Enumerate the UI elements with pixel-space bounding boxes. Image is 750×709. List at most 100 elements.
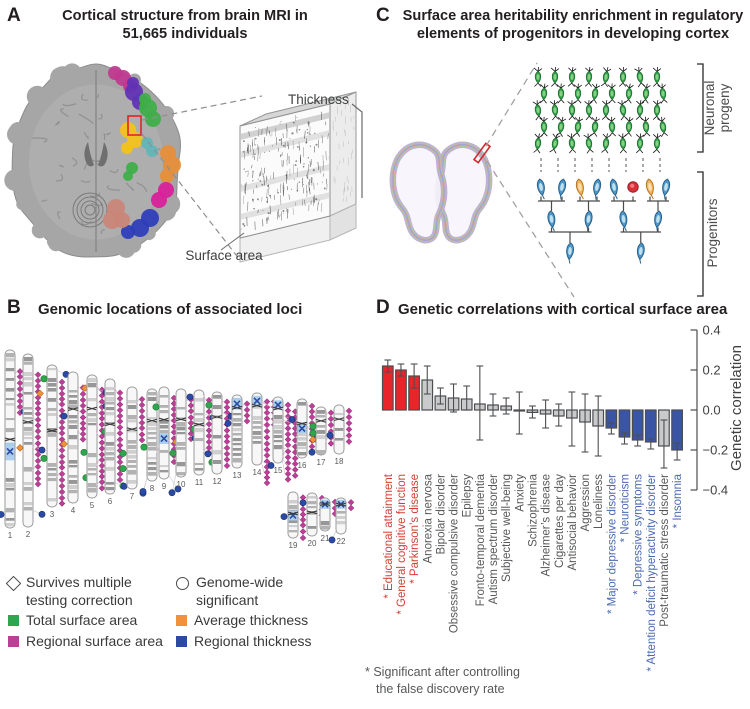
neuron-stroke bbox=[263, 176, 265, 186]
neuron-nucleus bbox=[593, 90, 597, 97]
band bbox=[105, 442, 115, 446]
navy-cross bbox=[160, 434, 168, 443]
sulcus-line bbox=[98, 113, 103, 120]
neuron-dot bbox=[314, 132, 316, 134]
band bbox=[212, 405, 222, 410]
neuron-dot bbox=[312, 169, 315, 172]
neuron-nucleus bbox=[621, 74, 625, 80]
marker-connector bbox=[260, 460, 265, 473]
sulcus-line bbox=[100, 229, 106, 235]
regional-surface-area-marker bbox=[345, 413, 353, 421]
marker-connector bbox=[76, 427, 81, 435]
bar-label: * Depressive symptoms bbox=[633, 474, 645, 595]
band bbox=[316, 410, 326, 414]
total-surface-area-marker bbox=[309, 429, 317, 437]
cell-tail bbox=[542, 195, 545, 200]
band bbox=[105, 422, 115, 426]
neuron-nucleus bbox=[627, 123, 631, 130]
neuron-dot bbox=[296, 116, 298, 118]
neuron-stroke bbox=[309, 160, 311, 167]
legend-item: Regional surface area bbox=[8, 633, 173, 651]
band bbox=[68, 435, 78, 440]
neuron-stroke bbox=[288, 194, 290, 200]
chromosome-number: 13 bbox=[233, 471, 242, 480]
neuron-stroke bbox=[259, 173, 261, 177]
marker-connector bbox=[31, 394, 36, 398]
regional-thickness-marker bbox=[120, 483, 128, 490]
regional-surface-area-marker bbox=[58, 418, 66, 426]
centromere bbox=[175, 417, 187, 422]
neuron-dot bbox=[253, 207, 255, 210]
neuron-dot bbox=[316, 183, 318, 185]
neuron-cell bbox=[624, 83, 634, 104]
band bbox=[127, 460, 137, 463]
marker-connector bbox=[281, 446, 293, 450]
regional-surface-area-marker bbox=[263, 479, 271, 487]
neuron-stroke bbox=[252, 149, 254, 158]
band bbox=[47, 473, 57, 477]
chromosome-number: 8 bbox=[150, 484, 155, 493]
brain-section-blue-layer bbox=[392, 144, 445, 241]
band bbox=[159, 470, 169, 473]
band bbox=[176, 427, 186, 431]
marker-connector bbox=[324, 412, 329, 418]
marker-connector bbox=[220, 399, 225, 403]
regional-surface-area-marker bbox=[116, 401, 124, 408]
neuron-cell bbox=[539, 116, 548, 137]
regional-surface-area-marker bbox=[116, 424, 124, 431]
bar-chart-art: * Educational attainment* General cognit… bbox=[381, 323, 745, 672]
band bbox=[47, 498, 57, 502]
band bbox=[194, 413, 204, 416]
regional-surface-area-marker bbox=[284, 425, 292, 432]
neuron-dot bbox=[292, 121, 295, 124]
neuron-nucleus bbox=[576, 90, 580, 97]
centromere bbox=[287, 511, 299, 516]
neuron-stroke bbox=[272, 172, 275, 180]
regional-surface-area-marker bbox=[263, 421, 271, 429]
panel-a-title: Cortical structure from brain MRI in 51,… bbox=[40, 7, 330, 43]
band bbox=[68, 405, 78, 410]
neuron-nucleus bbox=[542, 90, 546, 97]
band bbox=[23, 442, 33, 445]
cortical-parcel bbox=[146, 145, 158, 157]
neuron-branches bbox=[652, 133, 662, 154]
neuron-dot bbox=[285, 174, 288, 177]
cell-nucleus bbox=[568, 247, 572, 255]
neuron-cell bbox=[583, 133, 594, 154]
sulcus-line bbox=[31, 137, 48, 143]
neuron-cell bbox=[617, 100, 628, 121]
marker-connector bbox=[260, 401, 265, 405]
regional-surface-area-marker bbox=[98, 484, 106, 492]
band bbox=[176, 422, 186, 427]
regional-surface-area-marker bbox=[98, 456, 106, 464]
neuron-nucleus bbox=[661, 123, 665, 130]
neuron-stroke bbox=[256, 184, 258, 189]
neuron-dot bbox=[309, 133, 311, 135]
neuron-branches bbox=[657, 83, 668, 104]
band bbox=[232, 423, 242, 427]
band bbox=[5, 368, 15, 372]
neuron-dot bbox=[306, 128, 309, 131]
regional-surface-area-marker bbox=[138, 401, 146, 409]
blue-progenitor-cell bbox=[566, 242, 574, 264]
band bbox=[23, 407, 33, 410]
chromosome-21: 21 bbox=[319, 497, 339, 543]
neuron-nucleus bbox=[638, 107, 642, 114]
neuron-cell bbox=[555, 116, 567, 137]
orange-progenitor-cell bbox=[645, 178, 654, 200]
panel-a-title-line2: 51,665 individuals bbox=[122, 26, 248, 42]
regional-surface-area-marker bbox=[34, 377, 42, 385]
neuron-nucleus bbox=[655, 107, 659, 114]
band bbox=[5, 403, 15, 406]
regional-surface-area-marker bbox=[34, 427, 42, 435]
neuron-stroke bbox=[275, 127, 277, 137]
regional-surface-area-marker bbox=[34, 371, 42, 379]
gyrus-bump bbox=[31, 222, 49, 239]
cell-tail bbox=[560, 195, 562, 200]
neuron-stroke bbox=[292, 207, 294, 215]
progenitors-label: Progenitors bbox=[705, 198, 720, 267]
legend-label: Average thickness bbox=[194, 612, 308, 630]
band bbox=[316, 435, 326, 440]
neuron-nucleus bbox=[559, 90, 563, 97]
band bbox=[5, 353, 15, 358]
